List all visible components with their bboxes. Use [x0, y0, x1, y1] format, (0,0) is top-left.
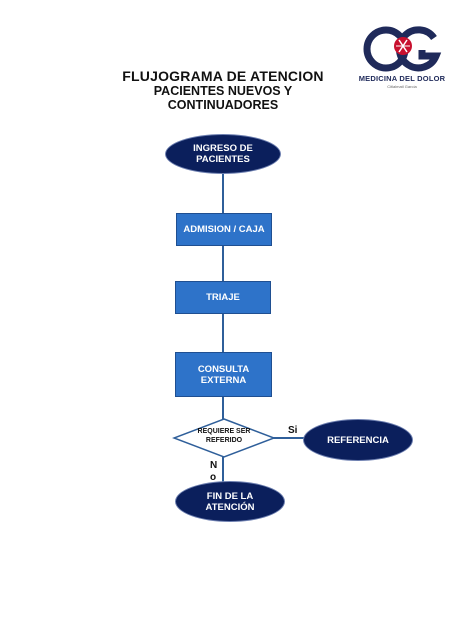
clinic-logo [363, 26, 442, 72]
no-branch-label: No [210, 460, 218, 483]
connector-admision-triaje [222, 245, 224, 281]
decision-label: REQUIERE SER REFERIDO [197, 428, 251, 444]
connector-start-admision [222, 172, 224, 213]
decision-diamond [172, 418, 276, 458]
referencia-ellipse: REFERENCIA [303, 419, 413, 461]
consulta-box: CONSULTA EXTERNA [175, 352, 272, 397]
start-label: INGRESO DE PACIENTES [193, 143, 253, 165]
subtitle-line-1: PACIENTES NUEVOS Y [153, 84, 293, 98]
connector-triaje-consulta [222, 314, 224, 352]
connector-decision-end [222, 456, 224, 483]
admision-box: ADMISION / CAJA [176, 213, 272, 246]
end-ellipse: FIN DE LA ATENCIÓN [175, 481, 285, 522]
page-title: FLUJOGRAMA DE ATENCION [122, 68, 324, 84]
triaje-label: TRIAJE [206, 292, 240, 303]
triaje-box: TRIAJE [175, 281, 271, 314]
start-ellipse: INGRESO DE PACIENTES [165, 134, 281, 174]
referencia-label: REFERENCIA [327, 434, 389, 446]
logo-subtext: Citlalmatl García [387, 84, 417, 89]
logo-brand-text: MEDICINA DEL DOLOR [358, 74, 446, 83]
subtitle-line-2: CONTINUADORES [167, 98, 279, 112]
connector-consulta-decision [222, 397, 224, 419]
consulta-label: CONSULTA EXTERNA [197, 363, 250, 386]
yes-branch-label: Si [288, 425, 298, 436]
page-subtitle: PACIENTES NUEVOS Y CONTINUADORES [100, 84, 346, 112]
logo-mark-icon [363, 26, 442, 72]
connector-decision-referencia [273, 437, 304, 439]
end-label: FIN DE LA ATENCIÓN [205, 490, 255, 513]
admision-label: ADMISION / CAJA [183, 224, 265, 235]
